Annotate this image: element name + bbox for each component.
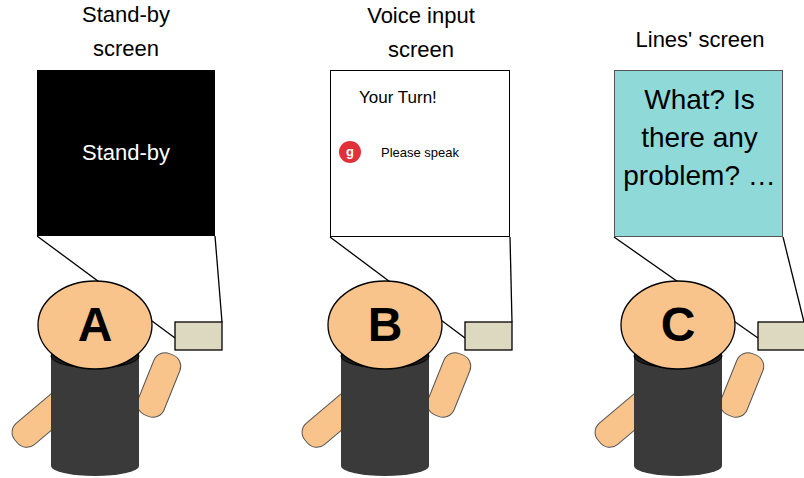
robot-head: A <box>37 280 153 370</box>
screen-box: Stand-by screenStand-by <box>37 70 215 236</box>
robot-head: C <box>620 280 736 370</box>
screen-heading: Lines' screen <box>600 23 800 57</box>
projector-box <box>758 322 804 350</box>
beam-line <box>510 237 512 322</box>
projector-box <box>175 322 222 350</box>
robot-body <box>51 456 139 476</box>
robot-body <box>634 356 722 466</box>
robot-arm <box>134 349 185 421</box>
robot-arm <box>424 349 475 421</box>
screen-box: Lines' screenWhat? Is there any problem?… <box>614 70 783 237</box>
robot-letter: C <box>620 298 736 352</box>
robot-letter: B <box>327 298 443 352</box>
robot-arm <box>7 386 79 452</box>
robot-arm <box>297 386 369 452</box>
robot-arm <box>717 349 768 421</box>
robot-body <box>634 456 722 476</box>
screen-text: What? Is there any problem? … <box>615 81 784 195</box>
head-ellipse <box>621 281 735 369</box>
robot-body <box>51 356 139 466</box>
head-ellipse <box>328 281 442 369</box>
projector-box <box>465 322 512 350</box>
mic-icon <box>339 141 361 163</box>
robot-arm <box>590 386 662 452</box>
robot-body <box>341 356 429 466</box>
head-ellipse <box>38 281 152 369</box>
screen-heading: Voice input screen <box>346 0 496 67</box>
screen-heading: Stand-by screen <box>61 0 191 66</box>
robot-head: B <box>327 280 443 370</box>
beam-line <box>215 236 222 322</box>
robot-body <box>341 456 429 476</box>
beam-line <box>783 237 804 322</box>
icon-letter: g <box>344 143 356 161</box>
screen-text: Please speak <box>381 145 501 161</box>
robot-letter: A <box>37 298 153 352</box>
screen-text: Stand-by <box>37 139 215 167</box>
screen-box: Voice input screenYour Turn!Please speak <box>330 70 510 237</box>
screen-text: Your Turn! <box>359 87 499 109</box>
